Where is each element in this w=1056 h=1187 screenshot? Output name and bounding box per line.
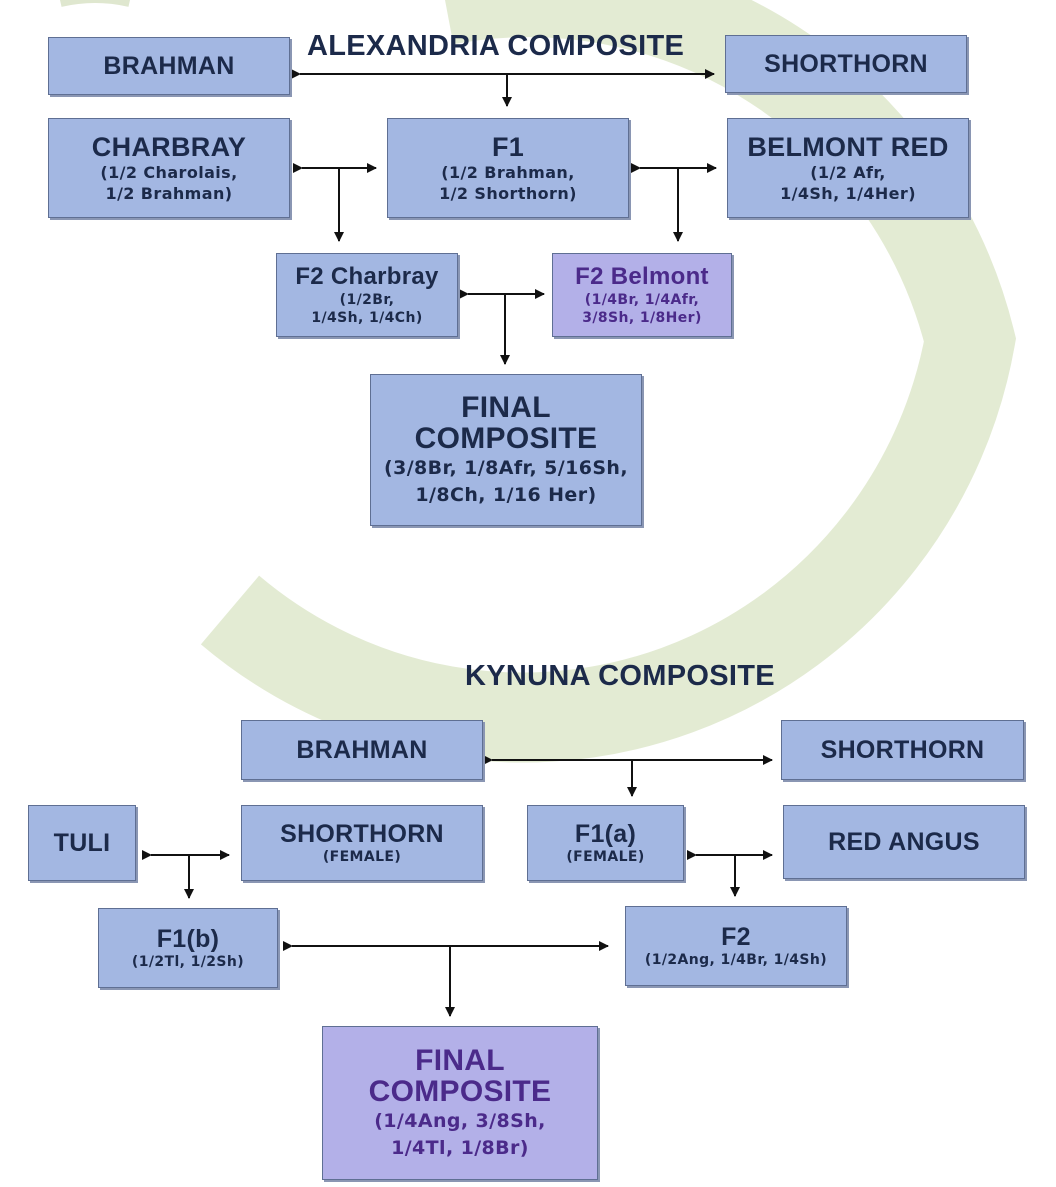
kynuna-f2-name: F2 bbox=[721, 922, 751, 951]
alexandria-shorthorn-box: SHORTHORN bbox=[725, 35, 967, 93]
kynuna-brahman-label: BRAHMAN bbox=[296, 735, 428, 764]
red-angus-box: RED ANGUS bbox=[783, 805, 1025, 879]
red-angus-label: RED ANGUS bbox=[828, 827, 980, 856]
shorthorn-female-name: SHORTHORN bbox=[280, 819, 444, 848]
belmont-red-line1: (1/2 Afr, bbox=[810, 162, 886, 182]
belmont-red-line2: 1/4Sh, 1/4Her) bbox=[780, 183, 916, 203]
f1a-name: F1(a) bbox=[574, 819, 637, 848]
shorthorn-female-line1: (FEMALE) bbox=[322, 849, 402, 866]
f1b-box: F1(b) (1/2Tl, 1/2Sh) bbox=[98, 908, 278, 988]
charbray-line1: (1/2 Charolais, bbox=[100, 162, 238, 182]
alexandria-f1-name: F1 bbox=[491, 131, 525, 162]
charbray-box: CHARBRAY (1/2 Charolais, 1/2 Brahman) bbox=[48, 118, 290, 218]
f2-charbray-line1: (1/2Br, bbox=[339, 291, 395, 308]
f2-belmont-line1: (1/4Br, 1/4Afr, bbox=[584, 291, 700, 308]
f1b-line1: (1/2Tl, 1/2Sh) bbox=[131, 954, 245, 971]
f1a-box: F1(a) (FEMALE) bbox=[527, 805, 684, 881]
alexandria-f1-box: F1 (1/2 Brahman, 1/2 Shorthorn) bbox=[387, 118, 629, 218]
kynuna-brahman-box: BRAHMAN bbox=[241, 720, 483, 780]
f2-charbray-line2: 1/4Sh, 1/4Ch) bbox=[311, 309, 423, 326]
alexandria-final-line1: FINAL bbox=[461, 390, 551, 424]
alexandria-final-line3: (3/8Br, 1/8Afr, 5/16Sh, bbox=[384, 456, 628, 479]
kynuna-final-line1: FINAL bbox=[415, 1043, 505, 1077]
f2-charbray-name: F2 Charbray bbox=[295, 263, 439, 291]
kynuna-final-line2: COMPOSITE bbox=[368, 1075, 552, 1109]
kynuna-final-composite-box: FINAL COMPOSITE (1/4Ang, 3/8Sh, 1/4Tl, 1… bbox=[322, 1026, 598, 1180]
f2-belmont-line2: 3/8Sh, 1/8Her) bbox=[582, 309, 702, 326]
alexandria-brahman-box: BRAHMAN bbox=[48, 37, 290, 95]
kynuna-final-line3: (1/4Ang, 3/8Sh, bbox=[374, 1109, 546, 1132]
tuli-box: TULI bbox=[28, 805, 136, 881]
alexandria-final-line2: COMPOSITE bbox=[414, 422, 598, 456]
shorthorn-female-box: SHORTHORN (FEMALE) bbox=[241, 805, 483, 881]
kynuna-f2-line1: (1/2Ang, 1/4Br, 1/4Sh) bbox=[644, 952, 828, 969]
belmont-red-name: BELMONT RED bbox=[747, 131, 949, 162]
f1a-line1: (FEMALE) bbox=[566, 849, 645, 866]
f2-belmont-name: F2 Belmont bbox=[575, 263, 709, 291]
kynuna-final-line4: 1/4Tl, 1/8Br) bbox=[391, 1136, 529, 1159]
alexandria-final-line4: 1/8Ch, 1/16 Her) bbox=[415, 483, 597, 506]
kynuna-f2-box: F2 (1/2Ang, 1/4Br, 1/4Sh) bbox=[625, 906, 847, 986]
kynuna-shorthorn-box: SHORTHORN bbox=[781, 720, 1024, 780]
alexandria-f1-line1: (1/2 Brahman, bbox=[441, 162, 575, 182]
tuli-label: TULI bbox=[53, 828, 111, 857]
charbray-name: CHARBRAY bbox=[91, 131, 247, 162]
alexandria-shorthorn-label: SHORTHORN bbox=[764, 49, 928, 78]
alexandria-title: ALEXANDRIA COMPOSITE bbox=[307, 30, 685, 62]
charbray-line2: 1/2 Brahman) bbox=[105, 183, 233, 203]
alexandria-f1-line2: 1/2 Shorthorn) bbox=[439, 183, 577, 203]
kynuna-shorthorn-label: SHORTHORN bbox=[820, 735, 985, 764]
f1b-name: F1(b) bbox=[156, 924, 220, 953]
alexandria-final-composite-box: FINAL COMPOSITE (3/8Br, 1/8Afr, 5/16Sh, … bbox=[370, 374, 642, 526]
f2-belmont-box: F2 Belmont (1/4Br, 1/4Afr, 3/8Sh, 1/8Her… bbox=[552, 253, 732, 337]
belmont-red-box: BELMONT RED (1/2 Afr, 1/4Sh, 1/4Her) bbox=[727, 118, 969, 218]
alexandria-brahman-label: BRAHMAN bbox=[103, 51, 235, 80]
f2-charbray-box: F2 Charbray (1/2Br, 1/4Sh, 1/4Ch) bbox=[276, 253, 458, 337]
kynuna-title: KYNUNA COMPOSITE bbox=[465, 660, 775, 692]
